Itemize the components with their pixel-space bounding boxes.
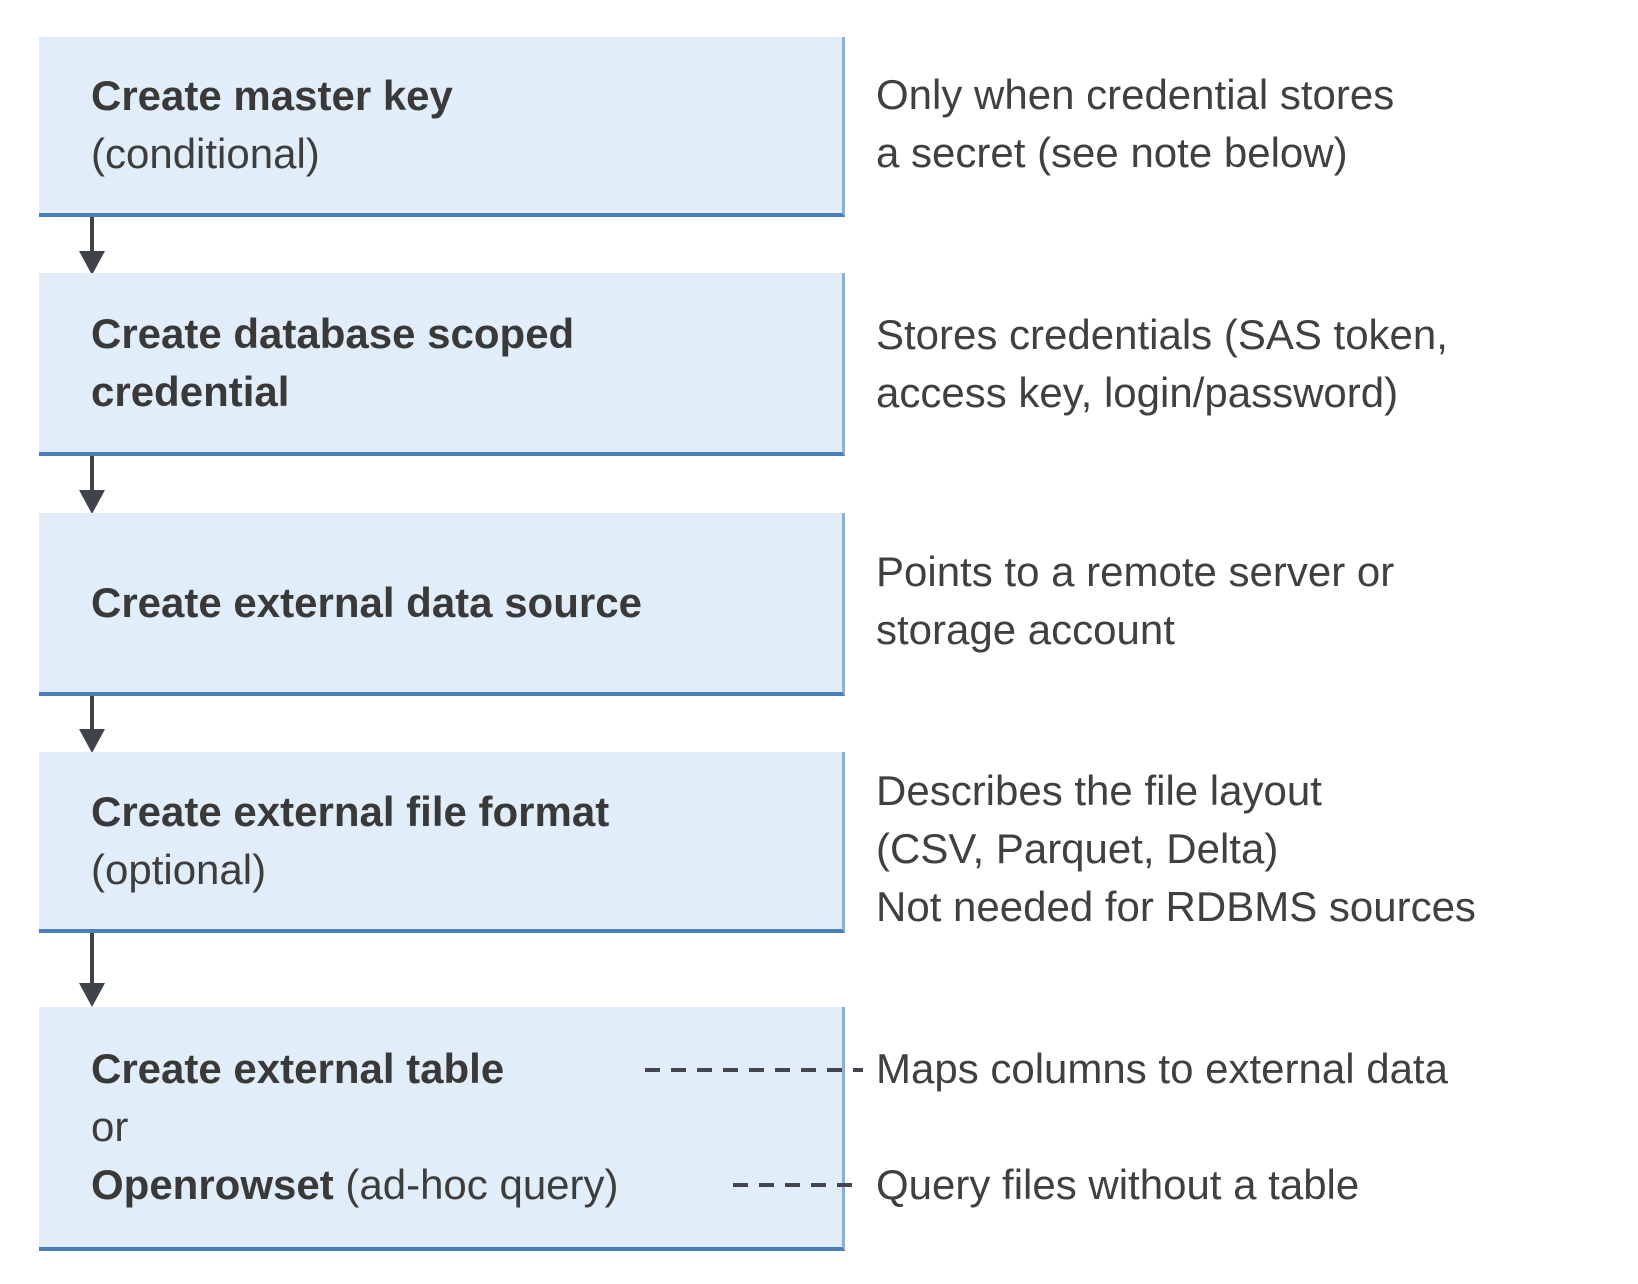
flow-box-external-file-format: Create external file format (optional)	[39, 752, 845, 933]
description-database-scoped-credential: Stores credentials (SAS token, access ke…	[876, 311, 1448, 416]
box-title: Create external table	[91, 1045, 505, 1092]
box-title: Create external data source	[91, 578, 642, 626]
box-subtitle: (optional)	[91, 845, 267, 893]
flow-box-database-scoped-credential: Create database scoped credential	[39, 273, 845, 456]
description-openrowset: Query files without a table	[876, 1161, 1360, 1208]
box-title: Create master key	[91, 72, 453, 119]
box-title: Create external file format	[91, 787, 610, 835]
dashed-connector-openrowset	[733, 1183, 863, 1187]
openrowset-label: Openrowset	[91, 1161, 334, 1208]
description-master-key: Only when credential stores a secret (se…	[876, 71, 1395, 176]
box-subtitle: (conditional)	[91, 130, 320, 177]
flow-arrow-2	[79, 456, 105, 514]
flow-arrow-4	[79, 933, 105, 1007]
flow-arrow-3	[79, 696, 105, 753]
openrowset-qualifier: (ad-hoc query)	[333, 1161, 619, 1208]
flow-box-external-data-source: Create external data source	[39, 513, 845, 696]
or-label: or	[91, 1103, 129, 1150]
dashed-connector-external-table	[645, 1068, 863, 1072]
box-title: Create database scoped credential	[91, 309, 575, 415]
flow-box-external-table-or-openrowset: Create external table or Openrowset (ad-…	[39, 1007, 845, 1251]
flow-box-create-master-key: Create master key (conditional)	[39, 37, 845, 217]
description-external-file-format: Describes the file layout (CSV, Parquet,…	[876, 767, 1476, 930]
flow-arrow-1	[79, 217, 105, 275]
description-external-table: Maps columns to external data	[876, 1045, 1448, 1092]
openrowset-line: Openrowset (ad-hoc query)	[91, 1156, 842, 1214]
description-external-data-source: Points to a remote server or storage acc…	[876, 548, 1395, 653]
